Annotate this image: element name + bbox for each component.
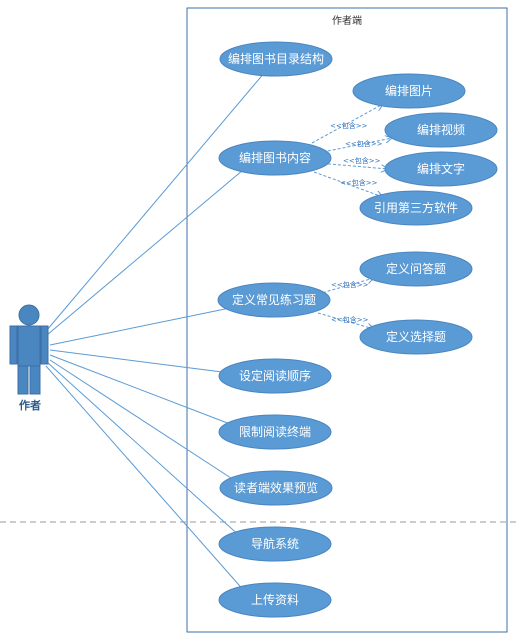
- assoc-edit-toc: [46, 71, 266, 331]
- svg-text:编排文字: 编排文字: [417, 161, 465, 176]
- use-case-edit-toc: 编排图书目录结构: [219, 41, 333, 77]
- include-relations: [311, 104, 392, 329]
- svg-text:编排图片: 编排图片: [385, 83, 433, 98]
- use-case-edit-video: 编排视频: [384, 112, 498, 148]
- svg-text:定义问答题: 定义问答题: [386, 261, 446, 276]
- actor-left-arm-icon: [9, 325, 18, 365]
- use-case-upload: 上传资料: [218, 582, 332, 618]
- assoc-edit-content: [46, 169, 244, 336]
- include-arrow-images: [311, 104, 383, 144]
- use-case-preview: 读者端效果预览: [219, 470, 333, 506]
- include-arrow-thirdparty: [313, 171, 383, 197]
- associations: [45, 71, 266, 594]
- include-label-video: <<包含>>: [345, 139, 383, 148]
- include-label-text: <<包含>>: [343, 156, 381, 165]
- svg-text:设定阅读顺序: 设定阅读顺序: [239, 368, 311, 383]
- assoc-preview: [49, 359, 235, 481]
- include-label-thirdparty: <<包含>>: [340, 178, 378, 187]
- actor-figure: [9, 304, 49, 395]
- svg-text:限制阅读终端: 限制阅读终端: [239, 424, 311, 439]
- svg-text:编排视频: 编排视频: [417, 122, 465, 137]
- svg-text:上传资料: 上传资料: [251, 592, 299, 607]
- svg-text:编排图书目录结构: 编排图书目录结构: [228, 51, 324, 66]
- actor-left-leg-icon: [17, 365, 29, 395]
- include-arrow-video: [317, 138, 392, 154]
- actor-name: 作者: [19, 398, 41, 412]
- use-cases: 编排图书目录结构 编排图书内容 编排图片 编排视频 编排文字 引用第三方软件 定…: [217, 41, 498, 618]
- svg-text:导航系统: 导航系统: [251, 536, 299, 551]
- actor-head-icon: [18, 304, 40, 326]
- svg-text:定义常见练习题: 定义常见练习题: [232, 292, 316, 307]
- include-label-choice: <<包含>>: [331, 315, 369, 324]
- use-case-define-exercises: 定义常见练习题: [217, 282, 331, 318]
- assoc-define-exercises: [49, 307, 231, 346]
- assoc-restrict-terminal: [49, 354, 231, 425]
- svg-text:编排图书内容: 编排图书内容: [239, 150, 311, 165]
- use-case-edit-content: 编排图书内容: [218, 140, 332, 176]
- actor-body-icon: [17, 325, 41, 367]
- assoc-reading-order: [49, 349, 223, 373]
- use-case-edit-images: 编排图片: [352, 73, 466, 109]
- use-case-restrict-terminal: 限制阅读终端: [218, 414, 332, 450]
- assoc-upload: [45, 365, 247, 594]
- system-title: 作者端: [332, 14, 362, 27]
- actor-right-arm-icon: [40, 325, 49, 365]
- include-arrow-text: [317, 162, 388, 169]
- use-case-define-choice: 定义选择题: [359, 319, 473, 355]
- system-boundary: [186, 7, 508, 633]
- include-label-images: <<包含>>: [330, 121, 368, 130]
- use-case-define-qa: 定义问答题: [359, 251, 473, 287]
- actor-right-leg-icon: [29, 365, 41, 395]
- use-case-edit-text: 编排文字: [384, 151, 498, 187]
- include-label-qa: <<包含>>: [331, 280, 369, 289]
- use-case-third-party: 引用第三方软件: [359, 190, 473, 226]
- svg-text:读者端效果预览: 读者端效果预览: [234, 480, 318, 495]
- use-case-navigation: 导航系统: [218, 526, 332, 562]
- svg-text:定义选择题: 定义选择题: [386, 329, 446, 344]
- include-labels: <<包含>> <<包含>> <<包含>> <<包含>> <<包含>> <<包含>…: [330, 121, 383, 324]
- assoc-navigation: [47, 362, 243, 539]
- use-case-reading-order: 设定阅读顺序: [218, 358, 332, 394]
- svg-text:引用第三方软件: 引用第三方软件: [374, 200, 458, 215]
